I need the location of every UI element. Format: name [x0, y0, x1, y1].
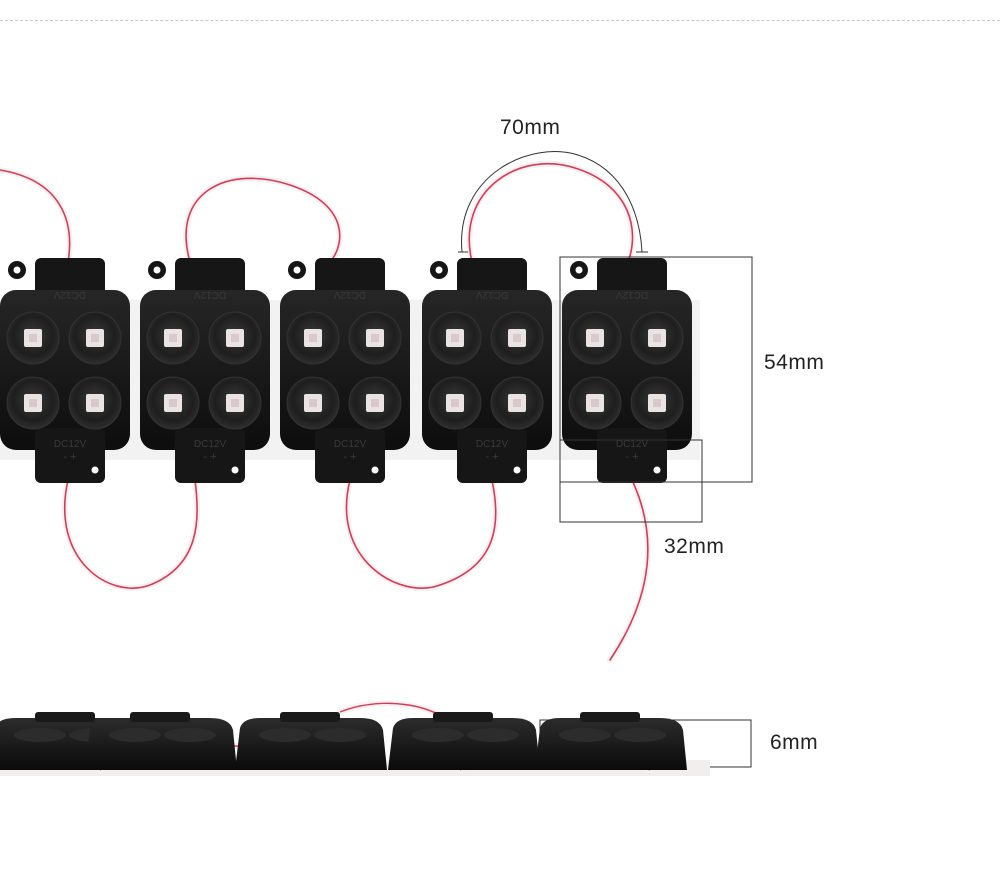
side-view-modules: [0, 712, 687, 770]
dimension-lines: [458, 151, 753, 768]
mount-hole: [231, 466, 239, 474]
width-bracket: [559, 439, 703, 523]
led-chip-core: [231, 334, 239, 342]
polarity-label: - +: [343, 451, 356, 463]
led-chip-core: [91, 399, 99, 407]
side-module: [535, 712, 687, 770]
voltage-label: DC12V: [54, 439, 87, 450]
voltage-label: DC12V: [334, 439, 367, 450]
led-chip-core: [371, 399, 379, 407]
led-chip-core: [29, 334, 37, 342]
led-chip-core: [451, 399, 459, 407]
voltage-label: DC12V: [194, 289, 227, 300]
polarity-label: - +: [63, 451, 76, 463]
dimension-label-wire: 70mm: [500, 116, 561, 139]
side-module-tab: [280, 712, 340, 722]
mount-hole: [153, 266, 161, 274]
voltage-label: DC12V: [54, 289, 87, 300]
side-lens: [314, 728, 366, 742]
module-body: [422, 290, 552, 450]
side-lens: [109, 728, 161, 742]
wire-length-arc: [461, 151, 643, 253]
polarity-label: - +: [203, 451, 216, 463]
dimension-label-height: 54mm: [764, 351, 825, 374]
led-chip-core: [29, 399, 37, 407]
side-module-body: [535, 718, 687, 770]
side-module-tab: [130, 712, 190, 722]
mount-hole: [435, 266, 443, 274]
module-body: [562, 290, 692, 450]
side-module-tab: [35, 712, 95, 722]
led-chip-core: [653, 334, 661, 342]
led-chip-core: [309, 399, 317, 407]
voltage-label: DC12V: [476, 439, 509, 450]
mount-hole: [293, 266, 301, 274]
side-module-body: [388, 718, 540, 770]
side-lens: [614, 728, 666, 742]
led-chip-core: [169, 399, 177, 407]
side-lens: [412, 728, 464, 742]
led-chip-core: [231, 399, 239, 407]
led-chip-core: [309, 334, 317, 342]
side-lens: [259, 728, 311, 742]
mount-hole: [513, 466, 521, 474]
side-module: [235, 712, 387, 770]
height-bracket: [559, 256, 753, 483]
side-module: [388, 712, 540, 770]
led-chip-core: [513, 334, 521, 342]
voltage-label: DC12V: [476, 289, 509, 300]
led-chip-core: [371, 334, 379, 342]
polarity-label: - +: [485, 451, 498, 463]
side-lens: [559, 728, 611, 742]
voltage-label: DC12V: [334, 289, 367, 300]
mount-hole: [13, 266, 21, 274]
module-body: [140, 290, 270, 450]
side-module-tab: [580, 712, 640, 722]
led-chip-core: [451, 334, 459, 342]
polarity-label: - +: [625, 451, 638, 463]
wires-bottom: [61, 477, 651, 663]
led-chip-core: [653, 399, 661, 407]
side-lens: [14, 728, 66, 742]
wires-top: [0, 160, 636, 265]
led-chip-core: [513, 399, 521, 407]
mount-hole: [653, 466, 661, 474]
side-module-body: [85, 718, 237, 770]
led-chip-core: [91, 334, 99, 342]
dimension-label-thickness: 6mm: [770, 731, 819, 754]
side-lens: [164, 728, 216, 742]
side-module-body: [235, 718, 387, 770]
module-body: [0, 290, 130, 450]
voltage-label: DC12V: [194, 439, 227, 450]
side-module-tab: [433, 712, 493, 722]
voltage-label: DC12V: [616, 289, 649, 300]
led-chip-core: [591, 399, 599, 407]
mount-hole: [371, 466, 379, 474]
top-dashed-divider: [0, 20, 1000, 21]
side-module: [85, 712, 237, 770]
voltage-label: DC12V: [616, 439, 649, 450]
led-chip-core: [591, 334, 599, 342]
led-chip-core: [169, 334, 177, 342]
mount-hole: [91, 466, 99, 474]
mount-hole: [575, 266, 583, 274]
dimension-label-width: 32mm: [664, 535, 725, 558]
side-lens: [467, 728, 519, 742]
module-body: [280, 290, 410, 450]
